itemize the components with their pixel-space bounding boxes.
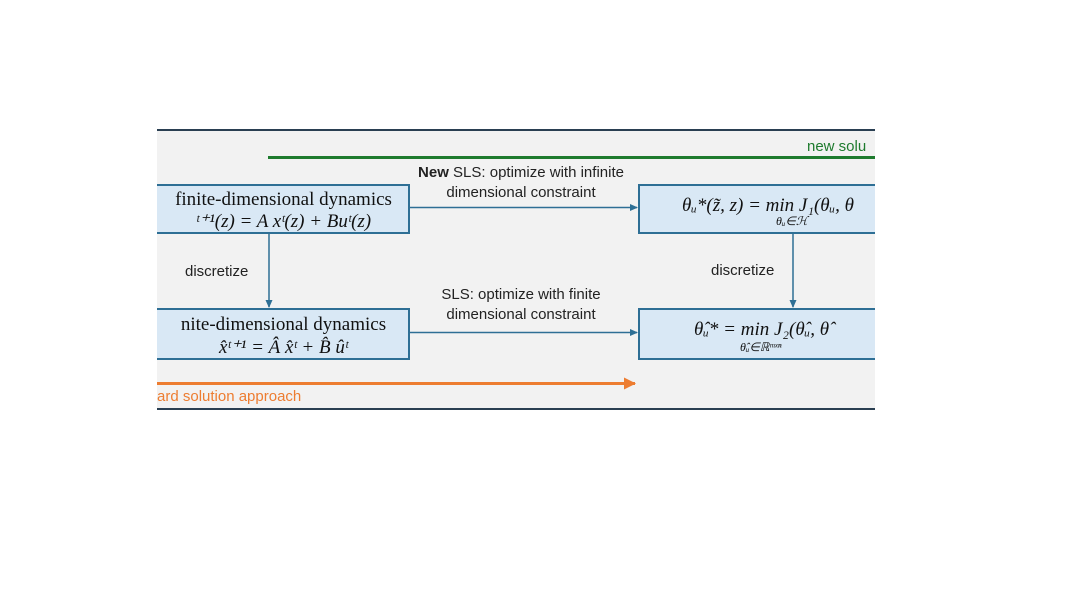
bottom-edge-label-line2: dimensional constraint (446, 306, 596, 323)
infinite-optimization-box: θᵤ*(z̃, z) = min J₁(θᵤ, θ θᵤ∈ℋ (638, 184, 875, 234)
left-discretize-label: discretize (185, 263, 249, 280)
infinite-dynamics-box: finite-dimensional dynamics ᵗ⁺¹(z) = A x… (157, 184, 410, 234)
panel-bottom-rule (157, 408, 875, 410)
panel-top-rule (157, 129, 875, 131)
diagram-panel: new solu ard solution approach New SLS: … (157, 129, 875, 410)
top-edge-label-line2: dimensional constraint (446, 184, 596, 201)
top-edge-label-bold: New (418, 164, 449, 181)
infinite-optimization-subscript: θᵤ∈ℋ (776, 214, 808, 228)
finite-optimization-equation: θ̂ᵤ* = min J₂(θ̂ᵤ, θ̂ (694, 319, 830, 340)
top-edge-label-rest: SLS: optimize with infinite (453, 164, 624, 181)
standard-approach-label: ard solution approach (157, 388, 302, 405)
right-discretize-label: discretize (711, 262, 775, 279)
bottom-edge-label: SLS: optimize with finite dimensional co… (401, 285, 641, 325)
finite-dynamics-title: nite-dimensional dynamics (180, 314, 387, 335)
finite-optimization-box: θ̂ᵤ* = min J₂(θ̂ᵤ, θ̂ θ̂ᵤ∈ℝᵐˣⁿ (638, 308, 875, 360)
finite-optimization-subscript: θ̂ᵤ∈ℝᵐˣⁿ (740, 340, 782, 354)
infinite-dynamics-title: finite-dimensional dynamics (175, 189, 392, 210)
finite-dynamics-equation: x̂ᵗ⁺¹ = Â x̂ᵗ + B̂ ûᵗ (218, 337, 349, 358)
infinite-optimization-equation: θᵤ*(z̃, z) = min J₁(θᵤ, θ (682, 195, 855, 216)
finite-dynamics-box: nite-dimensional dynamics x̂ᵗ⁺¹ = Â x̂ᵗ … (157, 308, 410, 360)
top-edge-label-line1: New SLS: optimize with infinite (401, 163, 641, 183)
top-edge-label: New SLS: optimize with infinite dimensio… (401, 163, 641, 203)
diagram-connectors (157, 156, 875, 390)
new-approach-label: new solu (807, 138, 867, 155)
infinite-dynamics-equation: ᵗ⁺¹(z) = A xᵗ(z) + Buᵗ(z) (195, 211, 372, 232)
bottom-edge-label-line1: SLS: optimize with finite (441, 286, 601, 303)
